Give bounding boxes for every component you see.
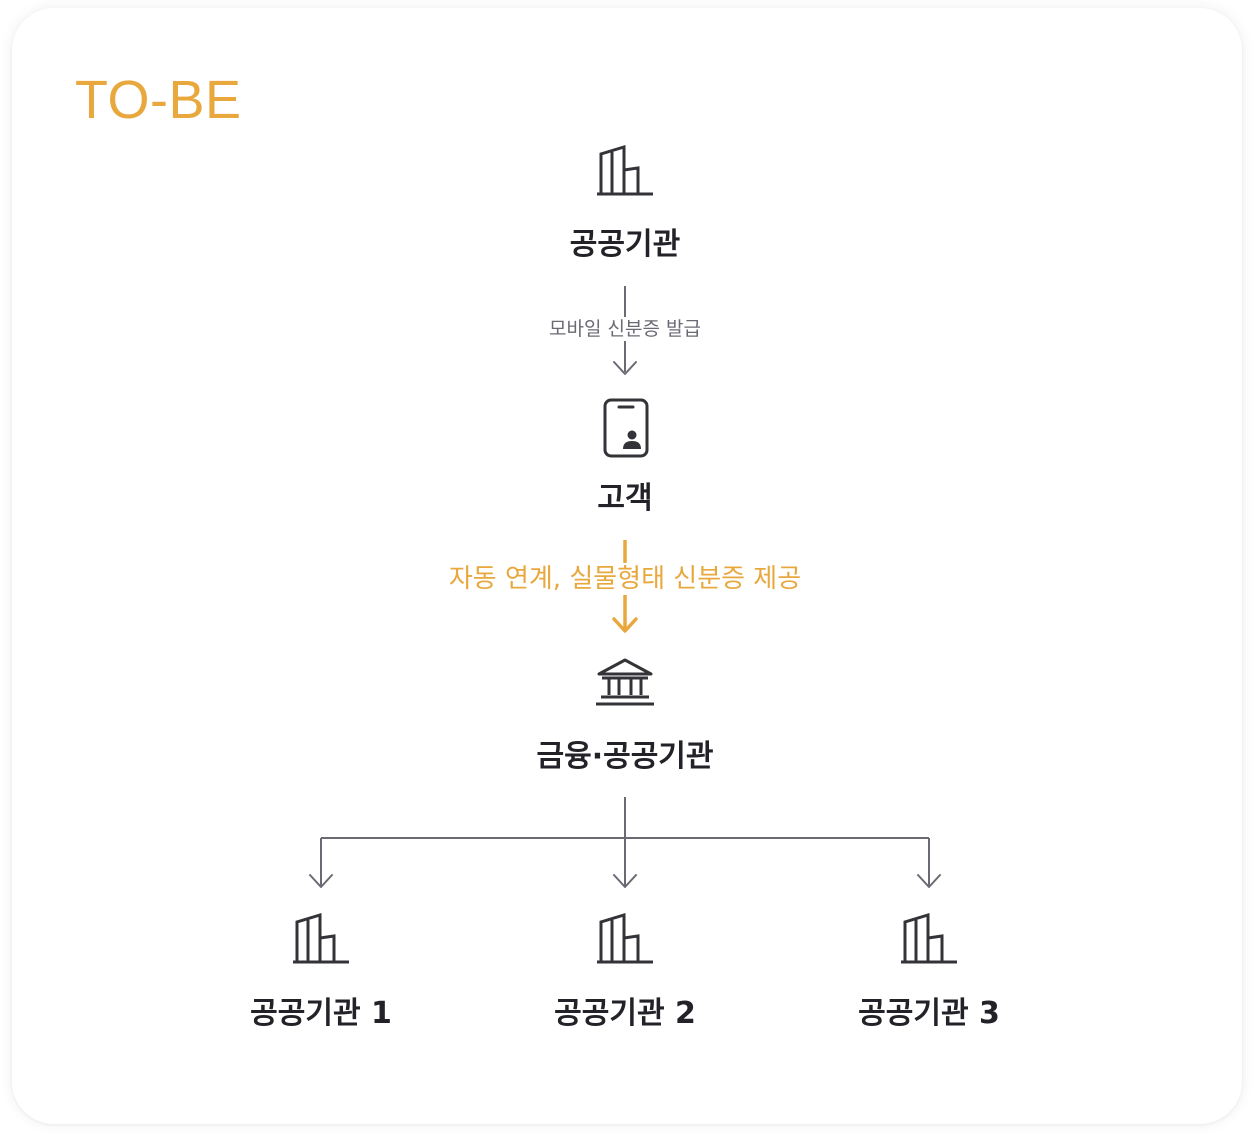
provide-arrowhead <box>612 617 638 633</box>
branch-arrowhead-1 <box>309 874 333 888</box>
customer-label: 고객 <box>597 481 653 516</box>
issuer-label: 공공기관 <box>569 227 681 262</box>
finance-label: 금융·공공기관 <box>536 739 714 774</box>
branch-arrowhead-2 <box>613 874 637 888</box>
branch-label-1: 공공기관 1 <box>250 996 392 1031</box>
branch-arrowhead-3 <box>917 874 941 888</box>
provide-edge-label: 자동 연계, 실물형태 신분증 제공 <box>444 563 806 595</box>
building-icon <box>901 912 957 964</box>
building-icon <box>293 912 349 964</box>
building-icon <box>597 912 653 964</box>
bank-icon <box>596 658 654 706</box>
branch-label-2: 공공기관 2 <box>554 996 696 1031</box>
issue-edge-label: 모바일 신분증 발급 <box>545 317 705 341</box>
building-icon <box>597 144 653 196</box>
branch-label-3: 공공기관 3 <box>858 996 1000 1031</box>
diagram-title: TO-BE <box>75 70 242 130</box>
mobile-id-icon <box>603 398 649 458</box>
issue-arrowhead <box>613 361 637 375</box>
